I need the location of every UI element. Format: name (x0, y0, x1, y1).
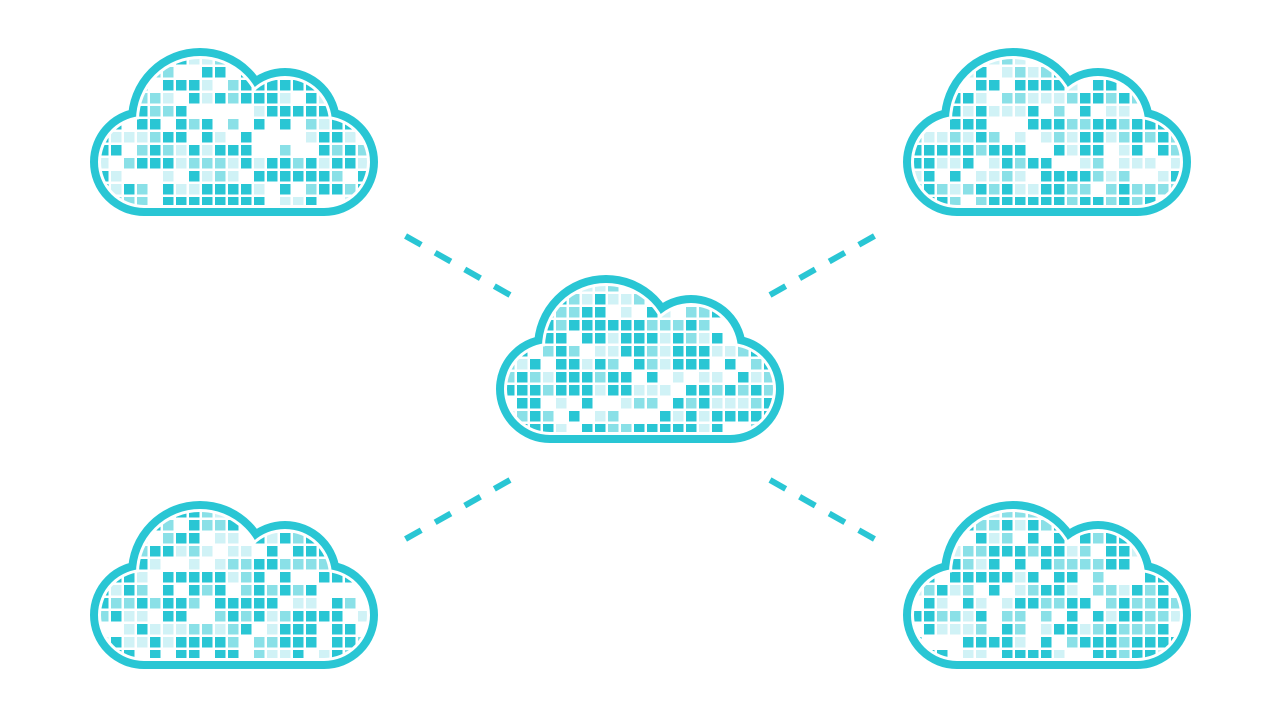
dashed-connection-bottom-left (393, 477, 512, 548)
clouds (98, 54, 1195, 661)
cloud-bottom-right-icon (911, 507, 1195, 661)
cloud-top-left-icon (98, 54, 382, 208)
dashed-connection-top-right (768, 227, 887, 298)
cloud-top-right-icon (911, 54, 1195, 208)
dashed-connection-top-left (393, 227, 512, 298)
dashed-connection-bottom-right (768, 477, 887, 548)
connections (393, 227, 887, 548)
cloud-bottom-left-icon (98, 507, 382, 661)
cloud-center-icon (504, 281, 788, 435)
